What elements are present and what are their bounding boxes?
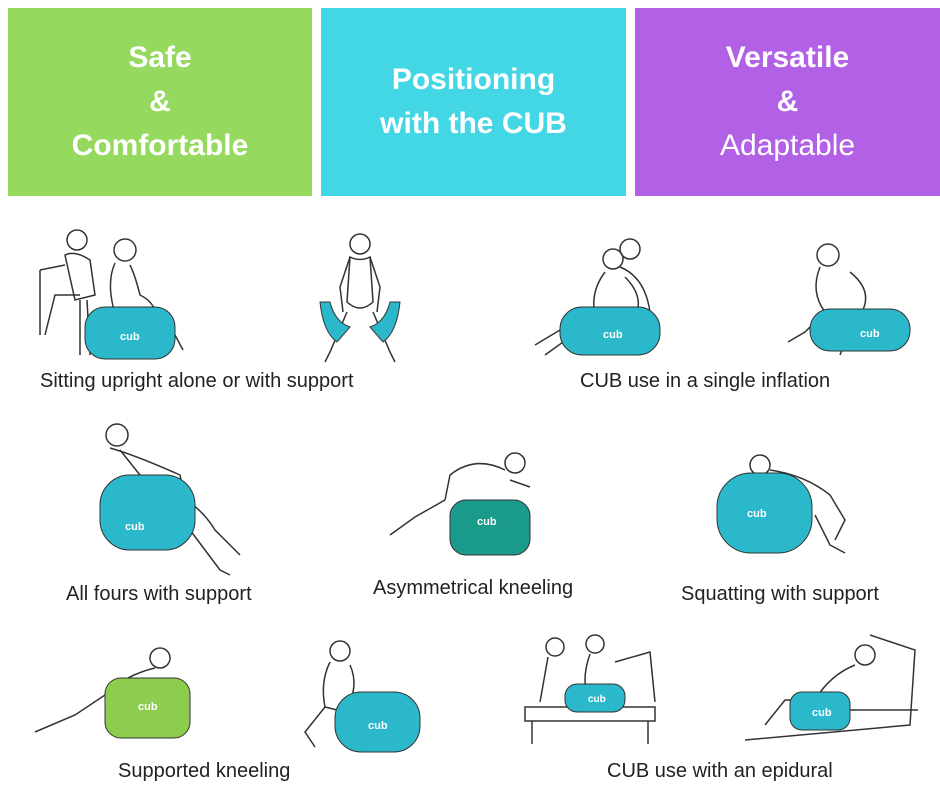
panel-line: Comfortable <box>71 129 249 162</box>
cub-logo: cub <box>368 720 388 732</box>
cub-logo: cub <box>588 694 606 705</box>
cub-logo: cub <box>125 521 145 533</box>
illustration-single-inflation-leaning: cub <box>787 243 911 356</box>
illustration-asymmetrical-kneeling: cub <box>389 452 531 556</box>
panel-line: & <box>776 85 799 118</box>
cub-logo: cub <box>120 331 140 343</box>
caption-supported-kneeling: Supported kneeling <box>118 760 291 782</box>
illustration-single-inflation-partner: cub <box>534 238 661 356</box>
panel-line: & <box>149 85 171 118</box>
illustration-all-fours-support: cub <box>99 423 241 576</box>
illustration-straddling-cub <box>319 233 401 363</box>
caption-single-inflation: CUB use in a single inflation <box>580 370 831 392</box>
cub-logo: cub <box>747 508 767 520</box>
caption-squatting: Squatting with support <box>681 583 879 605</box>
panel-line: Positioning <box>391 63 556 96</box>
illustration-epidural-reclined: cub <box>744 634 918 741</box>
cub-logo: cub <box>603 329 623 341</box>
header-panel-positioning: Positioning with the CUB <box>321 8 626 196</box>
panel-line: Safe <box>128 41 192 74</box>
illustration-supported-kneeling: cub <box>34 647 191 739</box>
cub-logo: cub <box>477 516 497 528</box>
cub-logo: cub <box>860 328 880 340</box>
caption-asymmetrical-kneeling: Asymmetrical kneeling <box>373 577 574 599</box>
illustration-kneeling-with-partner: cub <box>304 640 421 753</box>
caption-all-fours: All fours with support <box>66 583 252 605</box>
cub-logo: cub <box>812 707 832 719</box>
illustration-squatting-support: cub <box>716 454 846 554</box>
panel-line: Adaptable <box>719 129 856 162</box>
illustration-epidural-bed: cub <box>524 634 656 744</box>
illustration-sitting-with-partner: cub <box>39 229 184 360</box>
caption-epidural: CUB use with an epidural <box>607 760 833 782</box>
caption-sitting: Sitting upright alone or with support <box>40 370 354 392</box>
header-panel-versatile-adaptable: Versatile & Adaptable <box>635 8 940 196</box>
panel-line: Versatile <box>725 41 850 74</box>
header-panel-safe-comfortable: Safe & Comfortable <box>8 8 312 196</box>
panel-line: with the CUB <box>380 107 567 140</box>
cub-logo: cub <box>138 701 158 713</box>
